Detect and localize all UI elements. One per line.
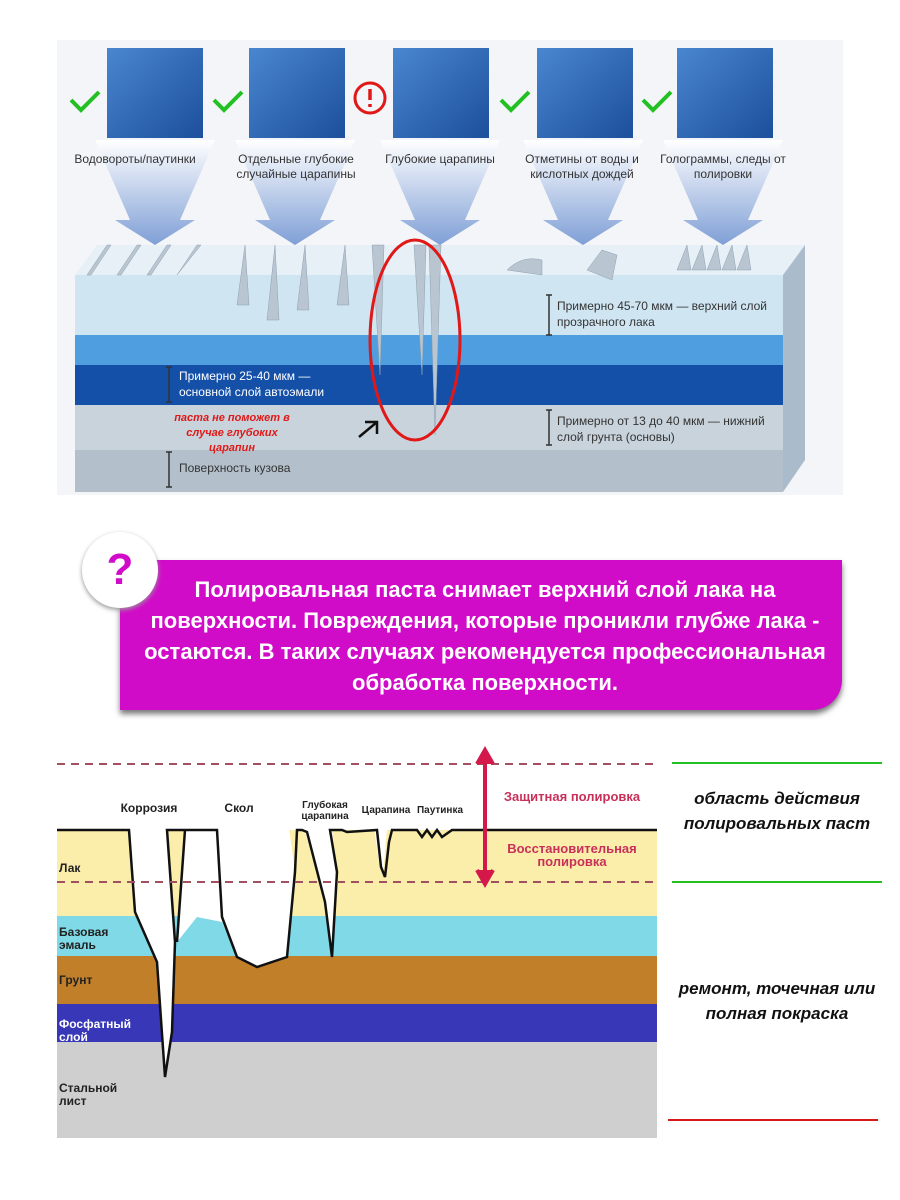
scratch-shapes	[86, 244, 752, 436]
layer-label: Базовая эмаль	[59, 925, 109, 952]
paint-layers-diagram: Коррозия Скол Глубокая царапина Царапина…	[57, 742, 657, 1138]
info-banner	[120, 560, 842, 710]
defect-label: Скол	[224, 801, 254, 815]
defect-label: Отдельные глубокие случайные царапины	[236, 152, 356, 181]
green-divider	[672, 762, 882, 764]
defect-label: Царапина	[361, 805, 411, 816]
defect-label: Коррозия	[120, 801, 178, 815]
primer-label: Примерно от 13 до 40 мкм — нижний слой г…	[557, 414, 765, 444]
layer-damage-diagram: Водовороты/паутинки Отдельные глубокие с…	[57, 40, 843, 495]
layer-label: Грунт	[59, 973, 93, 987]
layer-illustration	[69, 48, 805, 492]
clearcoat-label: Примерно 45-70 мкм — верхний слой прозра…	[557, 299, 768, 329]
defect-label: Глубокая царапина	[301, 800, 349, 822]
red-divider	[668, 1119, 878, 1121]
polish-area-label: область действия полировальных паст	[683, 789, 871, 833]
zone-label: Восстановительная полировка	[507, 841, 637, 869]
body-label: Поверхность кузова	[179, 461, 291, 475]
zone-label: Защитная полировка	[503, 789, 641, 804]
layer-label: Стальной лист	[59, 1081, 118, 1108]
defect-label: Голограммы, следы от полировки	[660, 152, 786, 181]
status-icons	[69, 81, 673, 115]
question-icon: ?	[82, 532, 158, 608]
deep-scratch-highlight	[368, 238, 462, 442]
warning-note: паста не поможет в случае глубоких царап…	[174, 412, 290, 454]
repair-label: ремонт, точечная или полная покраска	[678, 979, 876, 1023]
funnel-arrows	[95, 140, 783, 245]
basecoat-label: Примерно 25-40 мкм — основной слой автоэ…	[179, 369, 325, 399]
layer-label: Фосфатный слой	[59, 1017, 132, 1044]
defect-label: Отметины от воды и кислотных дождей	[525, 152, 639, 181]
defect-label: Паутинка	[416, 805, 464, 816]
defect-label: Водовороты/паутинки	[74, 152, 196, 166]
defect-thumbnails	[107, 48, 773, 138]
layers-cross-section	[57, 742, 657, 1138]
green-divider	[672, 881, 882, 883]
layer-label: Лак	[59, 861, 81, 875]
defect-label: Глубокие царапины	[385, 152, 495, 166]
arrow-icon	[358, 420, 379, 438]
measure-brackets	[166, 294, 552, 488]
banner-text: Полировальная паста снимает верхний слой…	[144, 577, 826, 695]
